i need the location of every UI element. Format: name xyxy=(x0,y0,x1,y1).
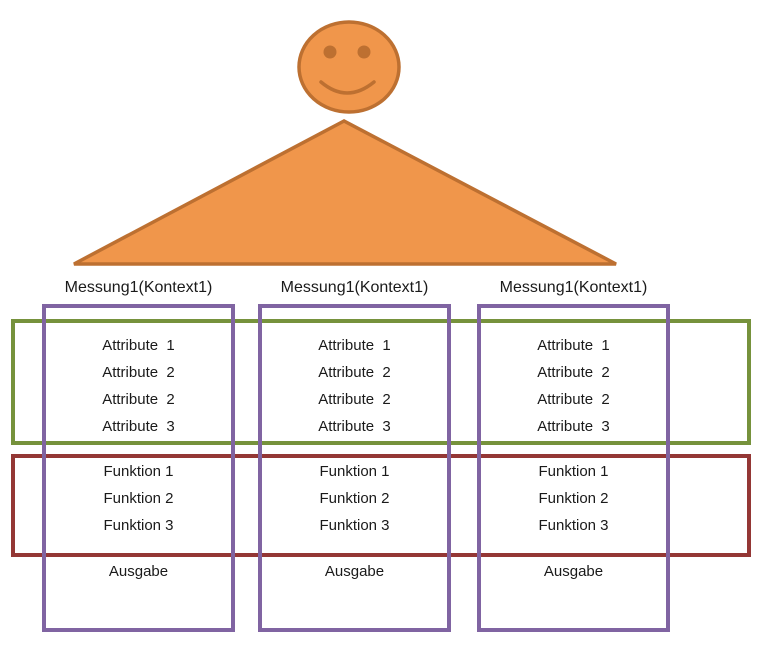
column-header: Messung1(Kontext1) xyxy=(499,279,648,296)
attributes-list: Attribute 1 Attribute 2 Attribute 2 Attr… xyxy=(46,332,231,440)
person-smile-icon xyxy=(319,80,376,95)
measurement-box-1: Messung1(Kontext1) Attribute 1 Attribute… xyxy=(42,279,235,632)
person-body-triangle xyxy=(73,119,617,266)
function-item: Funktion 3 xyxy=(319,517,390,534)
measurement-box-3: Messung1(Kontext1) Attribute 1 Attribute… xyxy=(477,279,670,632)
attribute-item: Attribute 3 xyxy=(537,418,610,435)
function-item: Funktion 1 xyxy=(538,463,609,480)
functions-list: Funktion 1 Funktion 2 Funktion 3 xyxy=(262,458,447,539)
attributes-list: Attribute 1 Attribute 2 Attribute 2 Attr… xyxy=(262,332,447,440)
attribute-item: Attribute 3 xyxy=(102,418,175,435)
person-icon xyxy=(73,20,617,266)
measurement-box-2: Messung1(Kontext1) Attribute 1 Attribute… xyxy=(258,279,451,632)
person-left-eye-icon xyxy=(323,45,337,59)
attribute-item: Attribute 3 xyxy=(318,418,391,435)
attribute-item: Attribute 2 xyxy=(102,391,175,408)
attribute-item: Attribute 2 xyxy=(318,391,391,408)
function-item: Funktion 2 xyxy=(538,490,609,507)
attribute-item: Attribute 2 xyxy=(318,364,391,381)
function-item: Funktion 1 xyxy=(319,463,390,480)
function-item: Funktion 3 xyxy=(538,517,609,534)
output-section: Ausgabe xyxy=(46,558,231,585)
column-header: Messung1(Kontext1) xyxy=(280,279,429,296)
functions-list: Funktion 1 Funktion 2 Funktion 3 xyxy=(481,458,666,539)
output-label: Ausgabe xyxy=(108,563,169,580)
function-item: Funktion 2 xyxy=(103,490,174,507)
attribute-item: Attribute 2 xyxy=(537,391,610,408)
attribute-item: Attribute 1 xyxy=(318,337,391,354)
person-right-eye-icon xyxy=(357,45,371,59)
output-label: Ausgabe xyxy=(324,563,385,580)
attributes-list: Attribute 1 Attribute 2 Attribute 2 Attr… xyxy=(481,332,666,440)
attribute-item: Attribute 2 xyxy=(102,364,175,381)
function-item: Funktion 1 xyxy=(103,463,174,480)
output-label: Ausgabe xyxy=(543,563,604,580)
person-head-icon xyxy=(297,20,401,114)
output-section: Ausgabe xyxy=(262,558,447,585)
functions-list: Funktion 1 Funktion 2 Funktion 3 xyxy=(46,458,231,539)
function-item: Funktion 2 xyxy=(319,490,390,507)
attribute-item: Attribute 1 xyxy=(102,337,175,354)
output-section: Ausgabe xyxy=(481,558,666,585)
attribute-item: Attribute 1 xyxy=(537,337,610,354)
attribute-item: Attribute 2 xyxy=(537,364,610,381)
functions-group-band xyxy=(11,454,751,557)
column-header: Messung1(Kontext1) xyxy=(64,279,213,296)
attributes-group-band xyxy=(11,319,751,445)
function-item: Funktion 3 xyxy=(103,517,174,534)
